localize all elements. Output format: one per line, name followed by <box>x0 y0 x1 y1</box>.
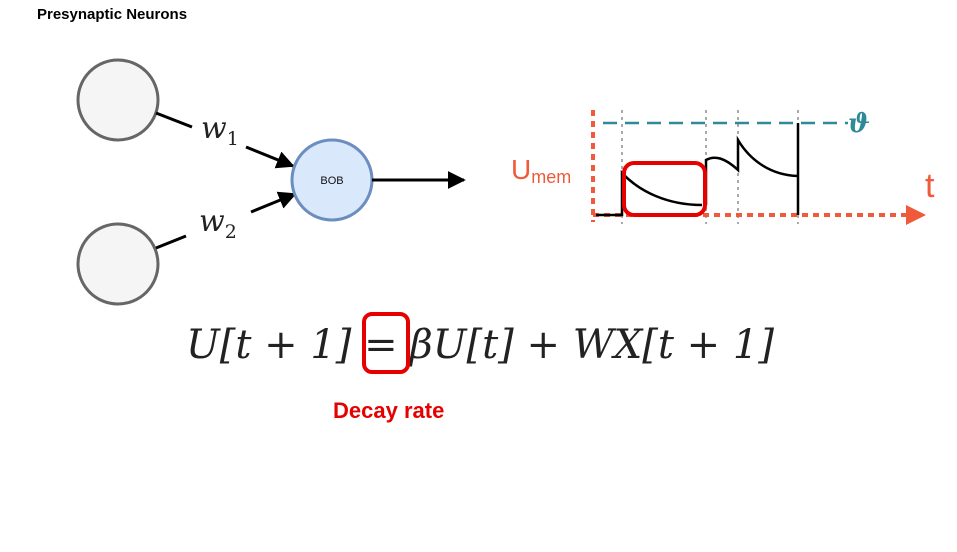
y-axis-label: Umem <box>511 154 571 187</box>
neuron-label: BOB <box>320 175 343 187</box>
synapse-2-line <box>155 234 187 250</box>
synapse-1-arrow <box>245 145 295 169</box>
synapse-2-arrow <box>250 191 297 214</box>
decay-highlight-box <box>622 161 707 217</box>
x-axis-label: t <box>925 167 935 205</box>
weight-1-label: w1 <box>201 111 239 150</box>
equation-beta: β <box>408 322 433 368</box>
decay-rate-label: Decay rate <box>333 398 444 423</box>
membrane-equation: U[t + 1] =βU[t] + WX[t + 1] <box>186 322 774 368</box>
input-neuron-1 <box>76 58 160 142</box>
weight-2-label: w2 <box>199 204 237 243</box>
input-neuron-2 <box>76 222 160 306</box>
synapse-1-line <box>155 111 193 129</box>
threshold-label: ϑ <box>848 109 870 139</box>
equation-rhs: U[t] + WX[t + 1] <box>433 322 775 368</box>
page-title: Presynaptic Neurons <box>37 6 187 23</box>
membrane-plot: ϑ Umem t <box>511 109 935 225</box>
beta-highlight-box <box>362 312 410 374</box>
